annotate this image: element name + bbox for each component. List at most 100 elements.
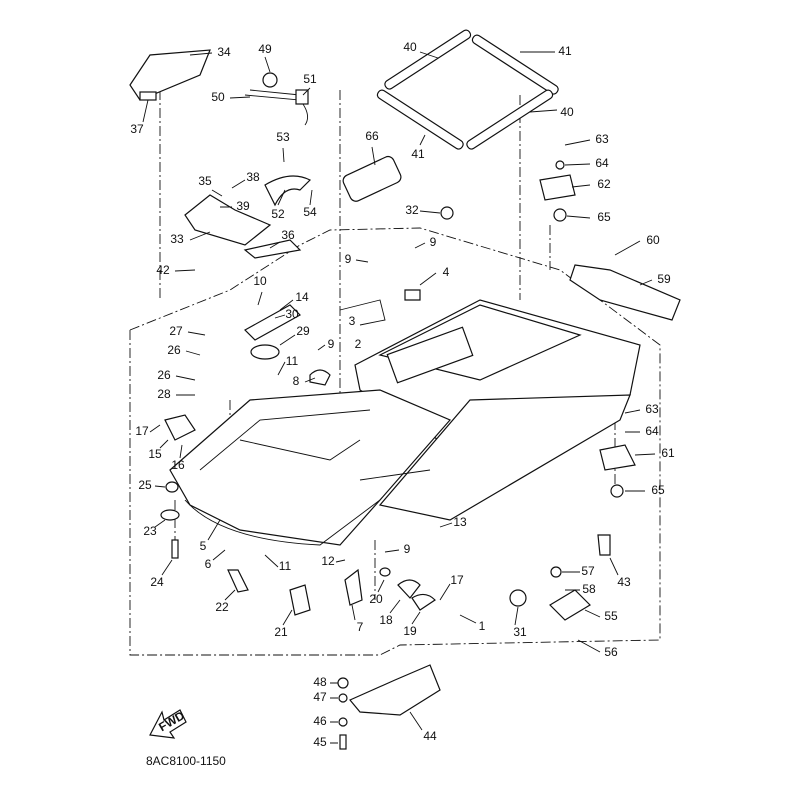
part-46 (338, 717, 348, 727)
callout: 30 (285, 307, 299, 321)
part-23 (160, 509, 180, 521)
callout: 26 (167, 343, 181, 357)
part-47 (338, 693, 348, 703)
callout: 58 (582, 582, 596, 596)
callout: 31 (513, 625, 527, 639)
callout: 20 (369, 592, 383, 606)
part-31 (509, 589, 527, 607)
part-57 (550, 566, 562, 578)
part-62 (539, 174, 576, 201)
callout: 9 (328, 337, 335, 351)
part-36 (243, 239, 302, 259)
part-61 (599, 444, 636, 471)
callout: 41 (411, 147, 425, 161)
callout: 45 (313, 735, 327, 749)
callout: 40 (560, 105, 574, 119)
part-33 (184, 194, 272, 246)
assembly-boundary (129, 227, 661, 656)
callout: 59 (657, 272, 671, 286)
callout: 17 (135, 424, 149, 438)
callout-labels: 34 37 49 51 50 40 41 40 41 66 63 64 62 6… (130, 40, 675, 749)
callout: 15 (148, 447, 162, 461)
callout: 52 (271, 207, 285, 221)
callout: 2 (355, 337, 362, 351)
callout: 26 (157, 368, 171, 382)
callout: 3 (349, 314, 356, 328)
part-41b (376, 89, 464, 150)
part-40b (466, 89, 554, 150)
callout: 42 (156, 263, 170, 277)
part-41a (471, 34, 559, 95)
callout: 29 (296, 324, 310, 338)
callout: 36 (281, 228, 295, 242)
callout: 21 (274, 625, 288, 639)
callout: 1 (479, 619, 486, 633)
part-24 (171, 539, 179, 559)
part-44 (349, 664, 441, 716)
part-59 (569, 264, 681, 321)
callout: 24 (150, 575, 164, 589)
callout: 5 (200, 539, 207, 553)
part-48 (337, 677, 349, 689)
callout: 22 (215, 600, 229, 614)
part-29 (250, 344, 280, 360)
part-8 (309, 369, 331, 386)
part-7 (344, 568, 363, 606)
callout: 9 (430, 235, 437, 249)
callout: 64 (645, 424, 659, 438)
part-65 (553, 208, 567, 222)
part-34 (129, 49, 211, 101)
part-52 (264, 175, 312, 207)
callout: 63 (595, 132, 609, 146)
callout: 28 (157, 387, 171, 401)
part-25 (165, 481, 179, 493)
part-43 (597, 534, 611, 556)
main-frame (169, 299, 641, 546)
callout: 49 (258, 42, 272, 56)
callout: 19 (403, 624, 417, 638)
callout: 13 (453, 515, 467, 529)
part-20 (379, 567, 391, 577)
callout: 25 (138, 478, 152, 492)
callout: 65 (651, 483, 665, 497)
part-45 (339, 734, 347, 750)
callout: 17 (450, 573, 464, 587)
callout: 11 (286, 354, 299, 368)
callout: 53 (276, 130, 290, 144)
callout: 47 (313, 690, 327, 704)
callout: 61 (661, 446, 675, 460)
part-65b (610, 484, 624, 498)
callout: 55 (604, 609, 618, 623)
callout: 39 (236, 199, 250, 213)
callout: 27 (169, 324, 183, 338)
callout: 63 (645, 402, 659, 416)
callout: 18 (379, 613, 393, 627)
callout: 66 (365, 129, 379, 143)
callout: 4 (443, 265, 450, 279)
callout: 9 (404, 542, 411, 556)
callout: 65 (597, 210, 611, 224)
callout: 10 (253, 274, 267, 288)
callout: 60 (646, 233, 660, 247)
part-40a (384, 29, 472, 90)
callout: 48 (313, 675, 327, 689)
callout: 46 (313, 714, 327, 728)
fwd-arrow-icon: FWD (149, 708, 187, 739)
callout: 34 (217, 45, 231, 59)
part-22 (227, 569, 249, 593)
callout: 62 (597, 177, 611, 191)
callout: 7 (357, 620, 364, 634)
callout: 32 (405, 203, 419, 217)
callout: 54 (303, 205, 317, 219)
callout: 44 (423, 729, 437, 743)
callout: 51 (303, 72, 317, 86)
callout: 16 (171, 458, 185, 472)
callout: 6 (205, 557, 212, 571)
callout: 14 (295, 290, 309, 304)
part-15 (164, 414, 196, 441)
part-4 (404, 289, 421, 301)
callout: 9 (345, 252, 352, 266)
callout: 64 (595, 156, 609, 170)
